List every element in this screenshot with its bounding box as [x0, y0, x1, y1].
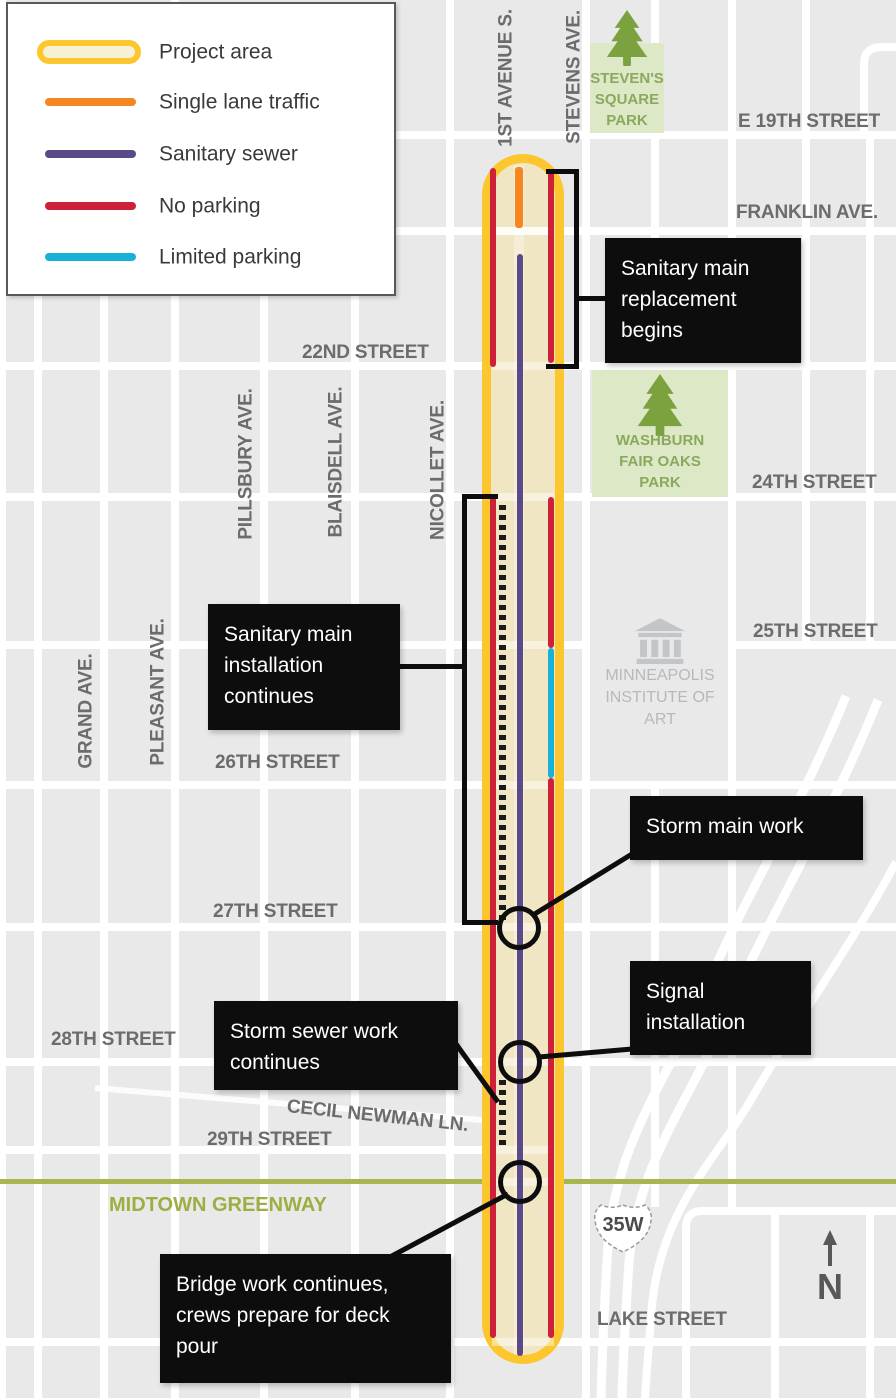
- road-line: [171, 0, 179, 1398]
- stevens-square-park-label: STEVEN'S SQUARE PARK: [590, 70, 664, 129]
- road-line: [34, 293, 42, 1398]
- road-line: [866, 1207, 874, 1398]
- cross-street-band: [492, 362, 554, 370]
- street-label-25th: 25TH STREET: [753, 621, 878, 642]
- signal-installation-circle: [498, 1040, 542, 1084]
- road-line: [0, 362, 896, 370]
- road-line: [0, 781, 896, 789]
- north-label: N: [817, 1266, 843, 1307]
- no-parking-segment: [490, 497, 496, 1338]
- road-line: [351, 293, 359, 1398]
- cross-street-band: [492, 227, 554, 235]
- callout-storm-sewer-continues: Storm sewer work continues: [214, 1001, 458, 1090]
- legend-label: Sanitary sewer: [159, 142, 298, 166]
- road-line: [802, 0, 810, 645]
- callout-signal-installation: Signal installation: [630, 961, 811, 1055]
- street-label-e19th: E 19TH STREET: [738, 111, 881, 132]
- callout-sanitary-installation: Sanitary main installation continues: [208, 604, 400, 730]
- callout-bracket: [462, 494, 498, 499]
- midtown-greenway-line: [0, 1179, 896, 1184]
- cross-street-band: [492, 641, 554, 649]
- street-label-lake: LAKE STREET: [597, 1309, 727, 1330]
- cross-street-band: [492, 1338, 554, 1346]
- callout-bracket: [546, 364, 579, 369]
- legend-sanitary-sewer-swatch: [45, 150, 136, 158]
- no-parking-segment: [548, 497, 554, 648]
- no-parking-segment: [490, 168, 496, 367]
- road-line: [0, 227, 896, 235]
- museum-building-icon: [634, 618, 686, 665]
- mia-label: MINNEAPOLIS INSTITUTE OF ART: [605, 667, 715, 728]
- legend-label: No parking: [159, 194, 261, 218]
- no-parking-segment: [548, 170, 554, 363]
- road-line: [728, 0, 736, 1207]
- storm-sewer-dashed-segment: [499, 505, 506, 922]
- legend-label: Project area: [159, 40, 273, 64]
- callout-bracket: [574, 169, 579, 369]
- tree-icon: [606, 10, 648, 66]
- limited-parking-segment: [548, 648, 554, 778]
- road-line: [446, 0, 454, 1398]
- bridge-work-circle: [498, 1160, 542, 1204]
- cross-street-band: [492, 493, 554, 501]
- legend-label: Single lane traffic: [159, 90, 320, 114]
- callout-bracket: [462, 494, 467, 925]
- interstate-35w-shield-icon: [594, 1204, 652, 1253]
- street-label-22nd: 22ND STREET: [302, 342, 429, 363]
- legend-limited-parking-swatch: [45, 253, 136, 261]
- street-label-24th: 24TH STREET: [752, 472, 877, 493]
- legend-single-lane-swatch: [45, 98, 136, 106]
- callout-bracket: [546, 169, 579, 174]
- midtown-greenway-label: MIDTOWN GREENWAY: [109, 1194, 327, 1216]
- road-line: [0, 923, 896, 931]
- callout-bridge-work: Bridge work continues, crews prepare for…: [160, 1254, 451, 1383]
- road-line: [392, 131, 896, 139]
- street-label-28th: 28TH STREET: [51, 1029, 176, 1050]
- road-line: [866, 135, 874, 645]
- interstate-35w-label: 35W: [602, 1214, 644, 1236]
- tree-icon: [637, 374, 683, 436]
- street-label-27th: 27TH STREET: [213, 901, 338, 922]
- callout-bracket: [462, 920, 498, 925]
- callout-connector: [574, 296, 607, 301]
- road-line: [582, 0, 590, 1398]
- legend-project-area-swatch: [37, 40, 141, 64]
- street-label-26th: 26TH STREET: [215, 752, 340, 773]
- cross-street-band: [492, 781, 554, 789]
- street-label-29th: 29TH STREET: [207, 1129, 332, 1150]
- road-line: [0, 1146, 482, 1154]
- single-lane-traffic-segment: [515, 167, 523, 228]
- cross-street-band: [492, 1146, 554, 1154]
- legend-no-parking-swatch: [45, 202, 136, 210]
- sanitary-sewer-line: [517, 254, 523, 1356]
- road-line: [728, 641, 896, 649]
- storm-sewer-dashed-segment: [499, 1080, 506, 1147]
- road-line: [100, 293, 108, 1398]
- storm-main-work-circle: [497, 906, 541, 950]
- road-line: [771, 1207, 779, 1398]
- road-line: [0, 0, 6, 1398]
- legend-label: Limited parking: [159, 245, 302, 269]
- road-line: [260, 293, 268, 1398]
- callout-storm-main-work: Storm main work: [630, 796, 863, 860]
- street-label-franklin: FRANKLIN AVE.: [736, 202, 879, 223]
- road-line: [0, 493, 896, 501]
- callout-sanitary-replacement: Sanitary main replacement begins: [605, 238, 801, 363]
- map-legend: Project area Single lane traffic Sanitar…: [6, 2, 396, 296]
- callout-connector: [400, 664, 462, 669]
- north-arrow-icon: [823, 1230, 837, 1266]
- washburn-park-label: WASHBURN FAIR OAKS PARK: [615, 432, 705, 491]
